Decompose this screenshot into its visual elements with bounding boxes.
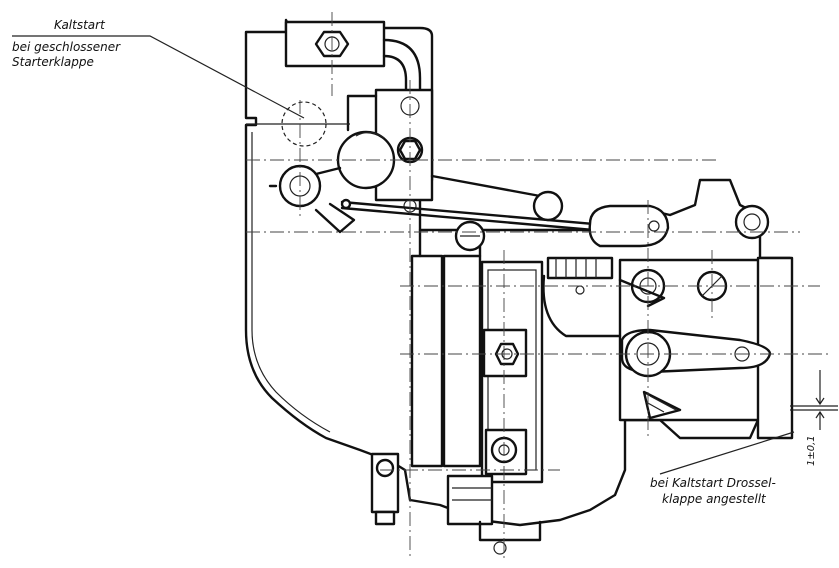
centerlines xyxy=(246,12,830,560)
top-bracket xyxy=(284,20,422,110)
jet-hex-nut xyxy=(482,328,528,378)
leader-line-bottom-right xyxy=(659,431,795,475)
label-bei-geschlossener: bei geschlossener xyxy=(12,40,121,54)
label-starterklappe: Starterklappe xyxy=(12,55,94,69)
starter-flap-housing xyxy=(336,88,434,213)
lower-jet xyxy=(484,428,528,476)
throttle-flap xyxy=(642,390,682,420)
throttle-body xyxy=(618,204,794,440)
bottom-fitting xyxy=(370,452,542,555)
throttle-lever xyxy=(588,204,670,248)
hex-nut-flap xyxy=(398,139,422,161)
dimension-marker: 1±0,1 xyxy=(790,370,838,466)
label-klappe-angestellt: klappe angestellt xyxy=(662,492,767,506)
annotation-top-left: Kaltstart bei geschlossener Starterklapp… xyxy=(12,18,121,69)
label-kaltstart: Kaltstart xyxy=(54,18,106,32)
dimension-label: 1±0,1 xyxy=(806,435,817,466)
leader-line-top-left xyxy=(12,35,305,119)
label-bei-kaltstart-drossel: bei Kaltstart Drossel- xyxy=(650,476,776,490)
annotation-bottom-right: bei Kaltstart Drossel- klappe angestellt xyxy=(650,476,776,506)
carburetor-housing: 1±0,1 Kaltstart bei geschlossener Starte… xyxy=(12,12,838,560)
